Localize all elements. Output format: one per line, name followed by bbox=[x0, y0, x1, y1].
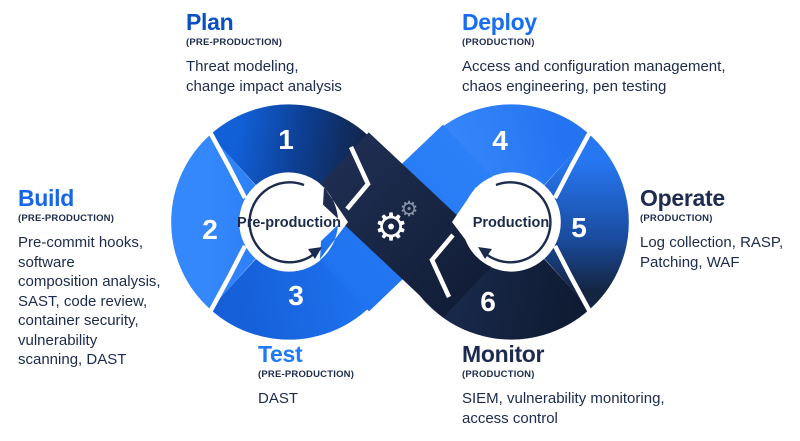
phase-deploy: Deploy (PRODUCTION) Access and configura… bbox=[462, 10, 726, 96]
phase-build-stage: (PRE-PRODUCTION) bbox=[18, 213, 115, 225]
dark-flow-band bbox=[311, 132, 501, 318]
separator-band-exit bbox=[429, 233, 455, 298]
step-number-2: 2 bbox=[202, 214, 218, 245]
phase-test-stage: (PRE-PRODUCTION) bbox=[258, 369, 355, 381]
phase-test: Test (PRE-PRODUCTION) DAST bbox=[258, 342, 354, 409]
gear-large-icon: ⚙ bbox=[374, 205, 408, 249]
step-number-4: 4 bbox=[492, 125, 508, 156]
phase-operate-stage: (PRODUCTION) bbox=[640, 213, 713, 225]
phase-test-practices: DAST bbox=[258, 390, 299, 408]
pre-production-teardrop bbox=[240, 173, 348, 271]
separator-band-entry bbox=[345, 146, 371, 211]
phase-monitor-practices: SIEM, vulnerability monitoring, access c… bbox=[462, 390, 665, 427]
phase-operate-practices: Log collection, RASP, Patching, WAF bbox=[640, 234, 784, 271]
phase-build-practices: Pre-commit hooks, software composition a… bbox=[18, 234, 161, 369]
phase-deploy-stage: (PRODUCTION) bbox=[462, 37, 535, 49]
separator-1-2 bbox=[208, 130, 247, 200]
production-arrowhead-icon bbox=[478, 247, 492, 259]
phase-monitor: Monitor (PRODUCTION) SIEM, vulnerability… bbox=[462, 342, 782, 428]
phase-plan-title: Plan bbox=[186, 9, 234, 35]
separator-5-6 bbox=[553, 244, 592, 314]
segment-5-arc bbox=[543, 134, 629, 310]
phase-build-title: Build bbox=[18, 185, 74, 211]
pre-production-arrowhead-icon bbox=[308, 247, 322, 259]
phase-plan-practices: Threat modeling, change impact analysis bbox=[186, 58, 342, 95]
phase-deploy-practices: Access and configuration management, cha… bbox=[462, 58, 726, 95]
segment-2-arc bbox=[171, 134, 257, 310]
gear-small-icon: ⚙ bbox=[400, 197, 419, 221]
step-number-3: 3 bbox=[288, 280, 304, 311]
step-number-5: 5 bbox=[571, 212, 587, 243]
phase-plan: Plan (PRE-PRODUCTION) Threat modeling, c… bbox=[186, 10, 342, 96]
phase-monitor-stage: (PRODUCTION) bbox=[462, 369, 535, 381]
production-label: Production bbox=[473, 215, 550, 231]
phase-operate-title: Operate bbox=[640, 185, 725, 211]
phase-build: Build (PRE-PRODUCTION) Pre-commit hooks,… bbox=[18, 186, 190, 370]
step-number-6: 6 bbox=[480, 286, 496, 317]
phase-operate: Operate (PRODUCTION) Log collection, RAS… bbox=[640, 186, 800, 272]
production-teardrop bbox=[452, 173, 561, 271]
phase-test-title: Test bbox=[258, 341, 303, 367]
step-number-1: 1 bbox=[278, 124, 294, 155]
phase-deploy-title: Deploy bbox=[462, 9, 537, 35]
phase-plan-stage: (PRE-PRODUCTION) bbox=[186, 37, 283, 49]
separator-2-3 bbox=[208, 244, 247, 314]
production-cycle-arrow bbox=[485, 181, 552, 264]
pre-production-label: Pre-production bbox=[237, 215, 341, 231]
phase-monitor-title: Monitor bbox=[462, 341, 545, 367]
pre-production-cycle-arrow bbox=[248, 181, 315, 264]
separator-4-5 bbox=[553, 130, 592, 200]
